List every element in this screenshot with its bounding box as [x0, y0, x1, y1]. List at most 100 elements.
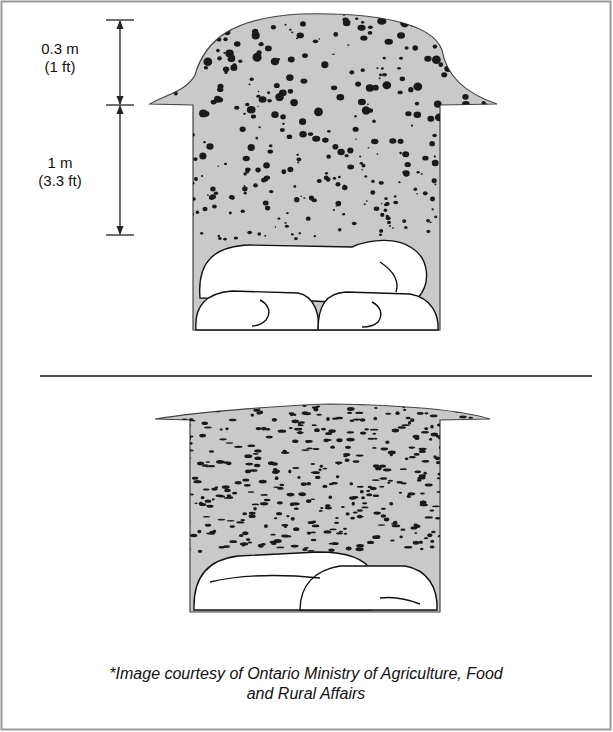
soil-clod: [355, 81, 361, 86]
soil-clod: [358, 403, 366, 405]
soil-clod: [330, 11, 332, 13]
soil-clod: [353, 418, 361, 420]
soil-clod: [209, 531, 215, 535]
soil-clod: [397, 91, 402, 95]
soil-clod: [360, 35, 367, 40]
soil-clod: [379, 181, 384, 185]
soil-clod: [172, 405, 177, 407]
soil-clod: [381, 508, 386, 510]
soil-clod: [307, 531, 312, 534]
soil-clod: [145, 27, 151, 32]
soil-clod: [392, 227, 394, 229]
soil-clod: [464, 219, 467, 221]
soil-clod: [186, 475, 189, 478]
soil-clod: [374, 407, 377, 409]
soil-clod: [483, 167, 489, 173]
soil-clod: [461, 176, 463, 177]
soil-clod: [251, 414, 254, 417]
soil-clod: [400, 528, 405, 530]
soil-clod: [182, 418, 188, 420]
soil-clod: [328, 549, 334, 552]
soil-clod: [347, 431, 355, 433]
soil-clod: [249, 512, 256, 515]
soil-clod: [477, 413, 484, 416]
soil-clod: [240, 519, 245, 521]
soil-clod: [316, 405, 320, 407]
soil-clod: [403, 170, 410, 176]
soil-clod: [291, 545, 299, 548]
soil-clod: [302, 53, 308, 58]
soil-clod: [245, 103, 249, 107]
soil-clod: [383, 469, 389, 471]
soil-clod: [462, 94, 468, 100]
soil-clod: [335, 182, 340, 186]
soil-clod: [463, 541, 468, 544]
soil-clod: [342, 213, 345, 216]
soil-clod: [408, 87, 413, 92]
soil-clod: [274, 539, 282, 543]
soil-clod: [227, 520, 235, 522]
soil-clod: [490, 116, 495, 120]
soil-clod: [328, 429, 336, 433]
text-holder: 0.3 m (1 ft): [36, 40, 84, 76]
soil-clod: [189, 420, 196, 422]
soil-clod: [188, 435, 193, 437]
soil-clod: [261, 42, 263, 43]
soil-clod: [294, 508, 299, 510]
soil-clod: [322, 137, 329, 142]
soil-clod: [284, 222, 286, 224]
soil-clod: [261, 178, 266, 183]
soil-clod: [185, 548, 191, 550]
soil-clod: [452, 502, 456, 505]
soil-clod: [243, 172, 247, 175]
soil-clod: [275, 93, 284, 101]
soil-clod: [381, 447, 389, 450]
soil-clod: [181, 423, 185, 427]
soil-clod: [432, 55, 441, 63]
soil-clod: [411, 124, 413, 126]
soil-clod: [299, 118, 306, 125]
soil-clod: [464, 425, 471, 428]
soil-clod: [288, 56, 295, 62]
soil-clod: [481, 435, 487, 438]
soil-clod: [379, 478, 385, 480]
soil-clod: [299, 492, 306, 496]
soil-clod: [337, 149, 344, 155]
soil-clod: [179, 411, 187, 413]
soil-clod: [263, 162, 270, 168]
soil-clod: [245, 463, 253, 466]
soil-clod: [317, 179, 322, 183]
soil-clod: [217, 84, 223, 89]
soil-clod: [223, 37, 227, 41]
soil-clod: [286, 74, 293, 81]
soil-clod: [413, 111, 421, 118]
soil-clod: [294, 428, 302, 431]
soil-clod: [435, 456, 440, 460]
soil-clod: [334, 522, 339, 524]
soil-clod: [371, 139, 378, 145]
soil-clod: [441, 72, 447, 77]
soil-clod: [421, 431, 429, 434]
soil-clod: [490, 141, 492, 143]
soil-clod: [462, 458, 465, 460]
dimension-tick: [106, 19, 134, 20]
soil-clod: [402, 10, 407, 14]
soil-clod: [229, 212, 232, 215]
soil-clod: [383, 469, 391, 472]
soil-clod: [448, 528, 453, 531]
soil-clod: [162, 485, 169, 488]
soil-clod: [177, 457, 181, 460]
soil-clod: [199, 152, 206, 159]
soil-clod: [207, 194, 209, 196]
soil-clod: [402, 151, 409, 157]
soil-clod: [388, 451, 396, 455]
soil-clod: [244, 484, 251, 487]
soil-clod: [353, 127, 359, 132]
soil-clod: [291, 517, 295, 521]
soil-clod: [346, 512, 350, 515]
soil-clod: [203, 464, 209, 466]
soil-clod: [410, 418, 415, 422]
soil-clod: [393, 521, 398, 525]
soil-clod: [307, 482, 312, 486]
soil-clod: [385, 413, 391, 415]
